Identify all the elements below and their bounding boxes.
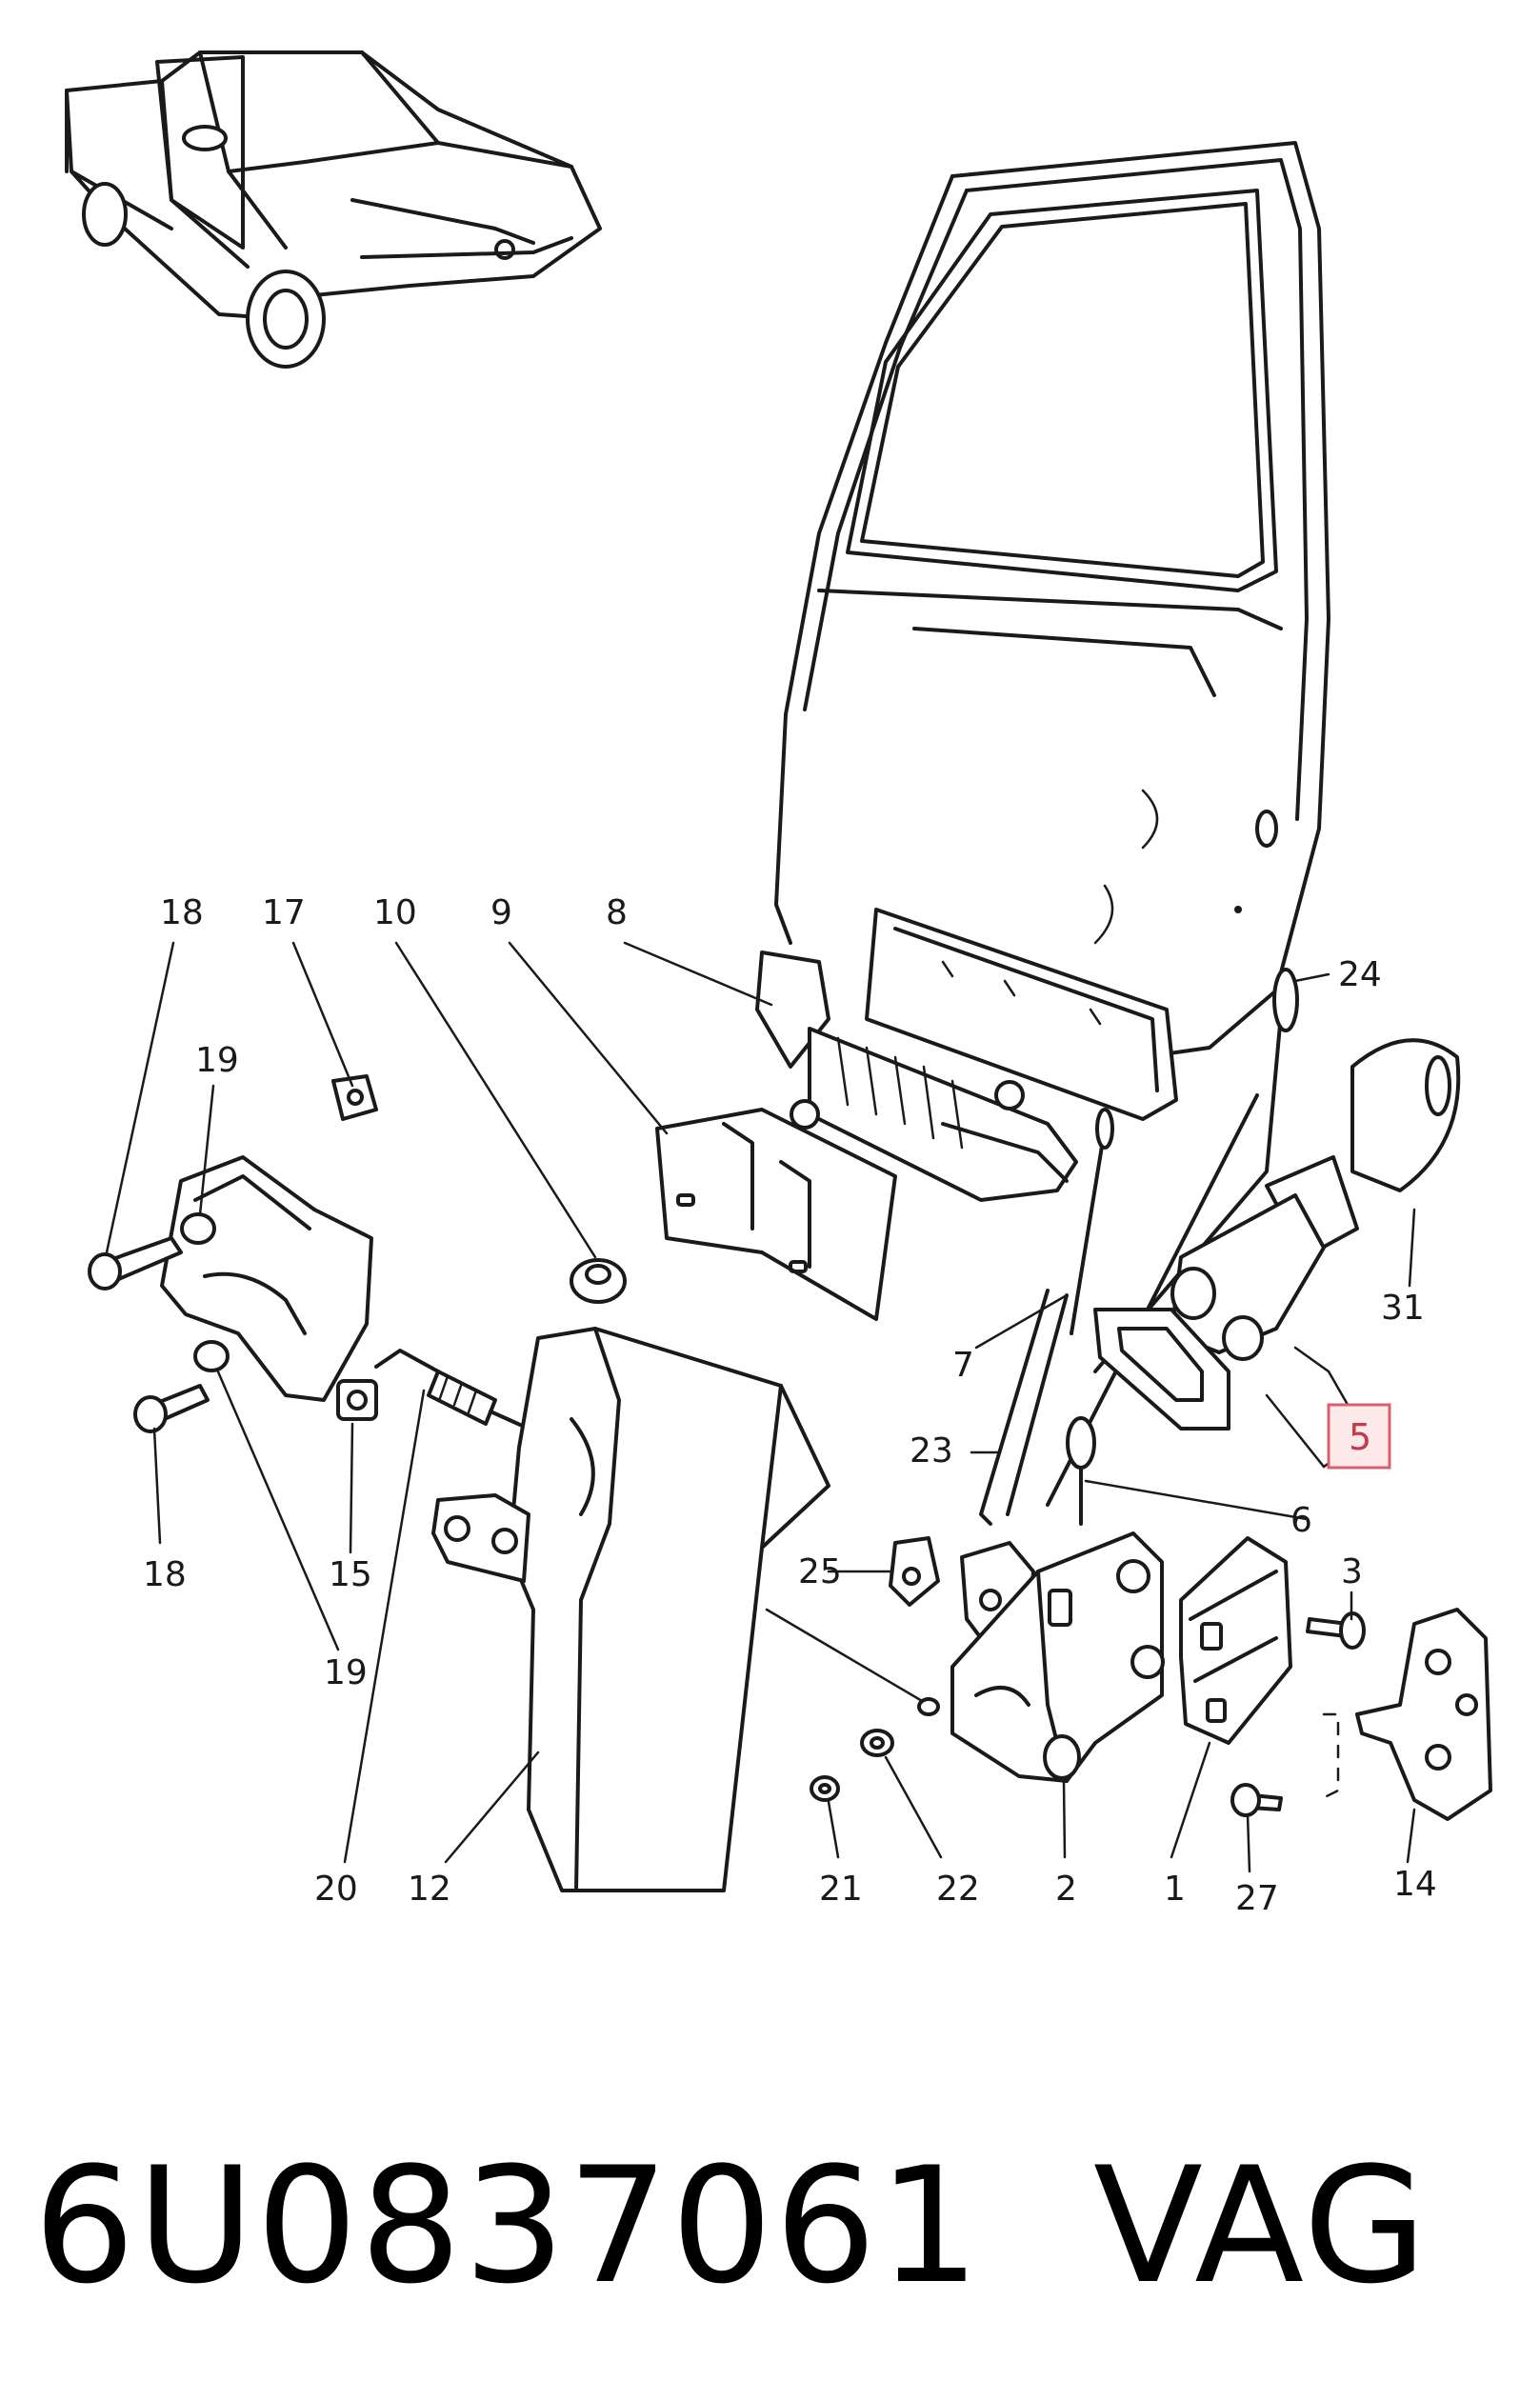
callout-17: 17 bbox=[262, 893, 306, 932]
callout-2: 2 bbox=[1055, 1870, 1077, 1909]
callout-21: 21 bbox=[819, 1870, 863, 1909]
callout-22: 22 bbox=[936, 1870, 980, 1909]
callout-23: 23 bbox=[910, 1431, 953, 1471]
washer-21 bbox=[810, 1775, 840, 1802]
gasket-5 bbox=[1093, 1308, 1230, 1431]
callout-10: 10 bbox=[373, 893, 417, 932]
screw-27 bbox=[1230, 1783, 1283, 1817]
callout-14: 14 bbox=[1393, 1865, 1437, 1904]
callout-24: 24 bbox=[1338, 955, 1382, 994]
rods bbox=[979, 968, 1299, 1526]
callout-7: 7 bbox=[952, 1346, 974, 1385]
callout-18-top: 18 bbox=[160, 893, 204, 932]
callout-1: 1 bbox=[1164, 1870, 1186, 1909]
callout-12: 12 bbox=[408, 1870, 451, 1909]
outer-handle-assembly bbox=[755, 908, 1178, 1202]
brand-name: VAG bbox=[1093, 2132, 1429, 2319]
callout-9: 9 bbox=[490, 893, 512, 932]
callout-15: 15 bbox=[329, 1555, 372, 1594]
clip-17 bbox=[331, 1074, 378, 1121]
cover-12 bbox=[431, 1327, 830, 1892]
callout-18-bottom: 18 bbox=[143, 1555, 187, 1594]
lock-body-2 bbox=[950, 1531, 1165, 1783]
screw-3 bbox=[1306, 1611, 1366, 1650]
nut-10 bbox=[570, 1258, 627, 1304]
callout-3: 3 bbox=[1341, 1552, 1363, 1591]
striker-14 bbox=[1317, 1608, 1492, 1821]
caption: 6U0837061 VAG bbox=[33, 2132, 1429, 2319]
bracket-9 bbox=[655, 1108, 897, 1321]
rod-link bbox=[765, 1608, 930, 1707]
vehicle-thumbnail bbox=[65, 50, 602, 369]
callout-6: 6 bbox=[1290, 1501, 1312, 1540]
callout-31: 31 bbox=[1381, 1289, 1425, 1328]
callout-19-top: 19 bbox=[195, 1041, 239, 1080]
rod-link-end bbox=[917, 1697, 940, 1716]
highlight-box bbox=[1327, 1403, 1391, 1470]
callout-25: 25 bbox=[798, 1552, 842, 1591]
callout-27: 27 bbox=[1235, 1879, 1279, 1918]
rotary-latch-1 bbox=[1179, 1536, 1292, 1745]
callout-8: 8 bbox=[606, 893, 628, 932]
leader-lines bbox=[105, 941, 1416, 1873]
actuator-31 bbox=[1170, 1038, 1461, 1361]
washer-22 bbox=[860, 1729, 894, 1757]
rod-20 bbox=[374, 1349, 530, 1431]
callout-19-bottom: 19 bbox=[324, 1653, 368, 1692]
callout-5: 5 bbox=[1349, 1416, 1371, 1458]
part-number: 6U0837061 bbox=[33, 2132, 982, 2319]
callout-labels: 18 17 10 9 8 24 19 31 7 15 5 23 6 25 3 1… bbox=[143, 893, 1437, 1918]
inner-handle-15 bbox=[88, 1155, 378, 1433]
callout-20: 20 bbox=[314, 1870, 358, 1909]
door-frame bbox=[774, 141, 1330, 1059]
